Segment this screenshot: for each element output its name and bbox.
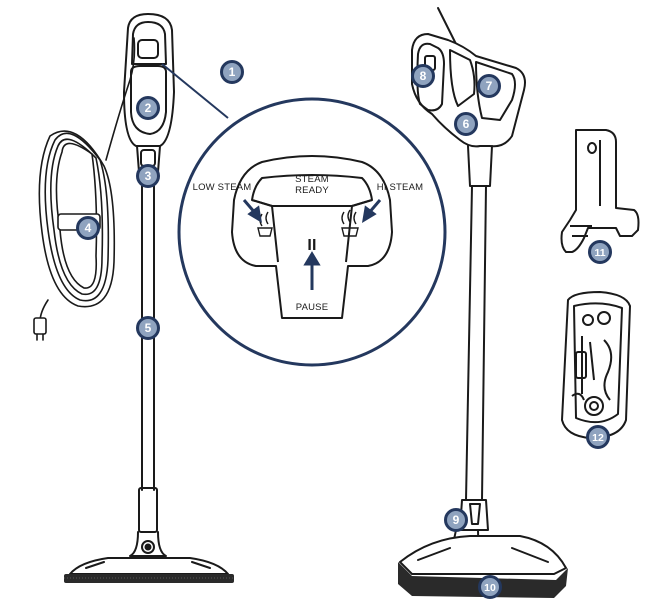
badge-number: 11 (594, 247, 605, 259)
accessory-kit (561, 291, 631, 439)
badge-circle (220, 60, 244, 84)
accessory-holder (560, 129, 640, 253)
badge-circle (76, 216, 100, 240)
badge-number: 1 (229, 65, 236, 79)
callout-leader (161, 63, 229, 119)
right-steam-mop (399, 7, 567, 575)
badge-accessory-kit: 12 (586, 425, 610, 449)
badge-number: 5 (145, 321, 152, 335)
badge-circle (586, 425, 610, 449)
badge-circle (478, 575, 502, 599)
badge-accessory-holder: 11 (588, 240, 612, 264)
badge-handle-control-panel: 1 (220, 60, 244, 84)
badge-number: 9 (453, 513, 460, 527)
steam-ready-label-line2: READY (295, 185, 329, 196)
badge-circle (136, 96, 160, 120)
badge-number: 12 (592, 432, 604, 444)
badge-number: 8 (420, 69, 427, 83)
badge-release-button: 3 (136, 164, 160, 188)
badge-number: 4 (85, 221, 92, 235)
badge-number: 2 (145, 101, 152, 115)
low-steam-label: LOW STEAM (193, 182, 252, 193)
badge-mop-head-release: 9 (444, 508, 468, 532)
badge-circle (588, 240, 612, 264)
right-mop-base (399, 535, 567, 575)
pause-glyph: II (307, 237, 316, 254)
badge-circle (136, 164, 160, 188)
badge-mop-pad: 10 (478, 575, 502, 599)
left-steam-mop (69, 13, 229, 575)
hi-steam-icon (341, 209, 359, 237)
badge-circle (477, 74, 501, 98)
badge-number: 10 (484, 582, 496, 594)
badge-circle (411, 64, 435, 88)
handle-top (123, 13, 175, 147)
power-cord (33, 37, 136, 341)
control-panel (231, 155, 393, 319)
hi-steam-label: HI STEAM (377, 182, 423, 193)
badge-circle (136, 316, 160, 340)
badge-power-cord: 4 (76, 216, 100, 240)
badge-number: 7 (486, 79, 493, 93)
pause-symbol: II (307, 237, 316, 254)
badge-number: 3 (145, 169, 152, 183)
badge-handheld-unit: 6 (454, 112, 478, 136)
badge-circle (454, 112, 478, 136)
badge-number: 6 (463, 117, 470, 131)
mop-base (69, 557, 229, 575)
pause-label: PAUSE (296, 302, 329, 313)
badge-water-tank: 7 (477, 74, 501, 98)
badge-steam-wand: 5 (136, 316, 160, 340)
handheld-unit-body (411, 33, 526, 148)
badge-handle-grip: 2 (136, 96, 160, 120)
badge-circle (444, 508, 468, 532)
steam-ready-label-line1: STEAM (295, 174, 329, 185)
badge-handheld-trigger: 8 (411, 64, 435, 88)
arrows (242, 199, 382, 290)
